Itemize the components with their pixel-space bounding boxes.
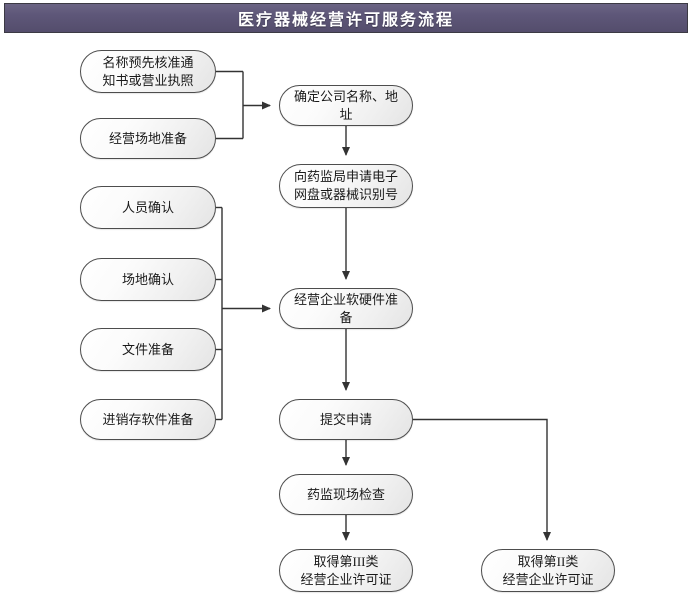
node-name-approval[interactable]: 名称预先核准通 知书或营业执照 [80, 50, 216, 93]
node-label: 经营企业软硬件准备 [293, 291, 398, 325]
node-label: 人员确认 [121, 199, 174, 215]
node-label: 名称预先核准通 知书或营业执照 [102, 54, 194, 88]
node-label: 提交申请 [319, 411, 372, 427]
node-label: 进销存软件准备 [102, 411, 194, 427]
node-onsite-inspection[interactable]: 药监现场检查 [279, 474, 413, 515]
node-erp-software-prep[interactable]: 进销存软件准备 [80, 399, 216, 440]
node-venue-confirm[interactable]: 场地确认 [80, 258, 216, 301]
node-license-class-3[interactable]: 取得第III类 经营企业许可证 [279, 549, 413, 592]
page-title-banner: 医疗器械经营许可服务流程 [4, 3, 688, 33]
node-site-preparation[interactable]: 经营场地准备 [80, 118, 216, 159]
node-label: 药监现场检查 [306, 486, 385, 502]
node-label: 向药监局申请电子 网盘或器械识别号 [293, 169, 398, 202]
node-label: 确定公司名称、地址 [293, 88, 398, 122]
connector-submit-application-to-license-class-2 [413, 418, 551, 541]
node-hardware-software[interactable]: 经营企业软硬件准备 [279, 288, 413, 329]
node-label: 经营场地准备 [108, 130, 187, 146]
page-title: 医疗器械经营许可服务流程 [237, 12, 454, 29]
node-label: 取得第III类 经营企业许可证 [300, 553, 392, 587]
node-document-prep[interactable]: 文件准备 [80, 328, 216, 371]
node-staff-confirm[interactable]: 人员确认 [80, 186, 216, 229]
node-license-class-2[interactable]: 取得第II类 经营企业许可证 [481, 549, 615, 592]
node-label: 文件准备 [121, 341, 174, 357]
node-submit-application[interactable]: 提交申请 [279, 399, 413, 440]
node-confirm-company[interactable]: 确定公司名称、地址 [279, 85, 413, 126]
node-label: 取得第II类 经营企业许可证 [502, 553, 594, 587]
node-label: 场地确认 [121, 271, 174, 287]
node-apply-edisk[interactable]: 向药监局申请电子 网盘或器械识别号 [279, 164, 413, 208]
